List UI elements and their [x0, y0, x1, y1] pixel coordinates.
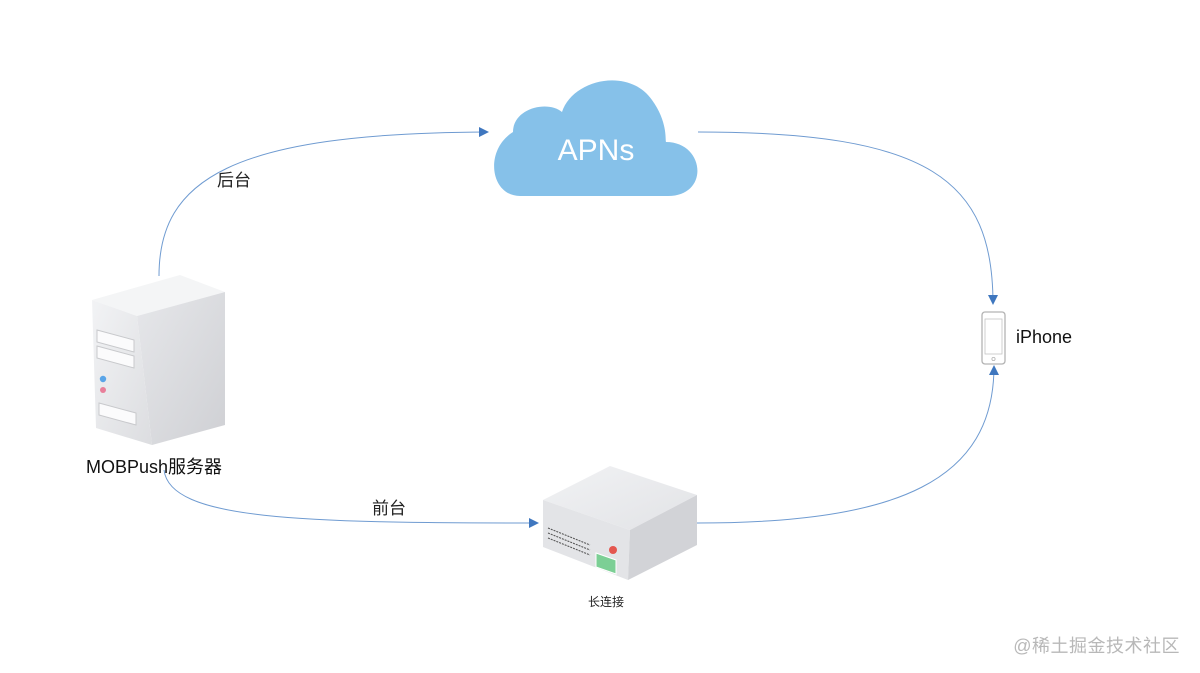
- long-connection-label: 长连接: [588, 595, 625, 609]
- red-led: [609, 546, 617, 554]
- iphone-icon: [981, 311, 1006, 365]
- long-connection-box-icon: [543, 466, 697, 580]
- status-led-red: [100, 387, 106, 393]
- edge-label-frontend: 前台: [372, 499, 406, 518]
- apns-label: APNs: [558, 134, 635, 167]
- server-label: MOBPush服务器: [86, 457, 223, 477]
- watermark: @稀土掘金技术社区: [1013, 636, 1180, 656]
- status-led-blue: [99, 375, 107, 383]
- green-panel: [595, 552, 617, 575]
- edge-longconn-to-iphone: [696, 365, 999, 524]
- server-tower-icon: [92, 275, 225, 445]
- iphone-label: iPhone: [1016, 327, 1073, 347]
- edge-server-to-longconn: [163, 469, 539, 528]
- apns-cloud-icon: APNs: [494, 80, 698, 196]
- edge-label-backend: 后台: [217, 171, 251, 190]
- edge-server-to-apns: [158, 127, 489, 277]
- edge-apns-to-iphone: [697, 131, 998, 305]
